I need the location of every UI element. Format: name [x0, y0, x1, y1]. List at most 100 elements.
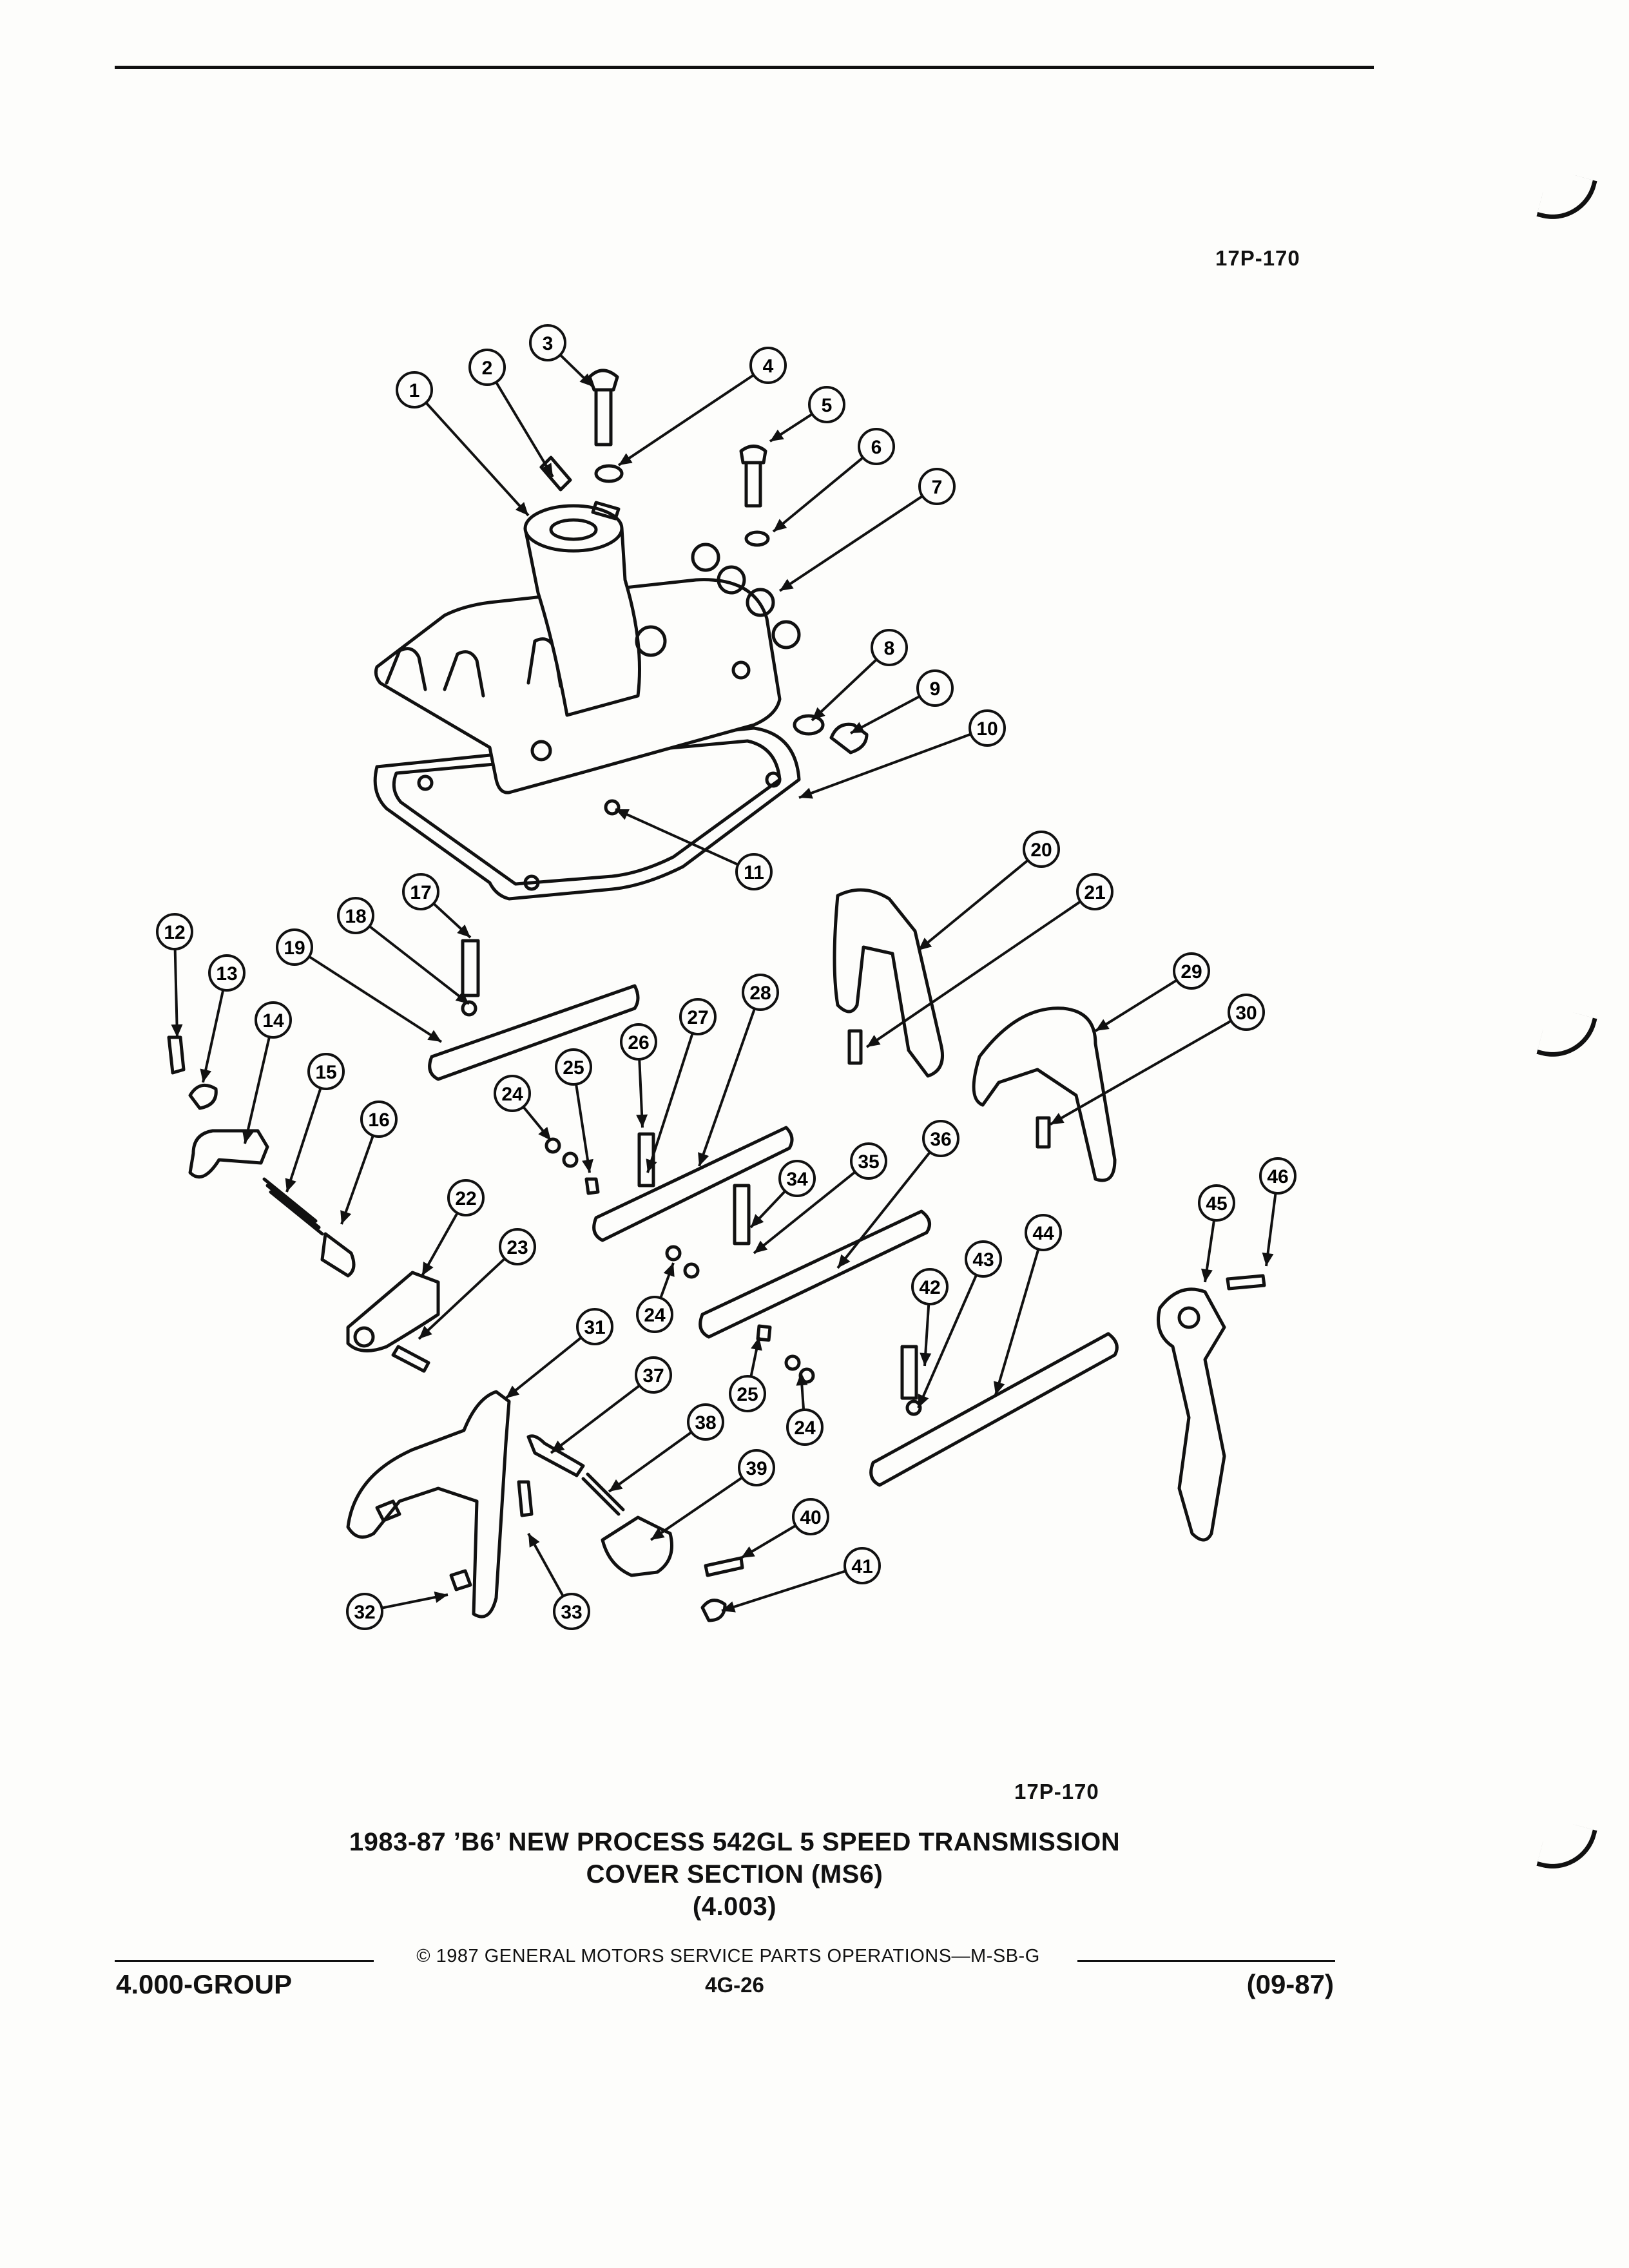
callout-bubble — [965, 1240, 1002, 1278]
callout-39: 39 — [650, 1449, 775, 1541]
callout-number: 24 — [794, 1418, 816, 1439]
leader-line — [505, 1336, 583, 1399]
detent-ball — [905, 1399, 922, 1416]
callout-bubble — [156, 913, 193, 950]
callout-bubble — [1198, 1184, 1235, 1222]
callout-bubble — [679, 998, 717, 1035]
leader-arrowhead — [698, 1152, 709, 1166]
gasket-hole — [765, 771, 782, 788]
expansion-plug — [771, 620, 801, 649]
callout-9: 9 — [850, 669, 954, 735]
callout-18: 18 — [337, 897, 470, 1005]
leader-line — [850, 695, 921, 735]
date-code: (09-87) — [1246, 1969, 1334, 1999]
callout-37: 37 — [550, 1356, 672, 1454]
title-line-3: (4.003) — [692, 1892, 777, 1921]
callout-bubble — [786, 1408, 824, 1446]
callout-number: 3 — [543, 333, 554, 354]
leader-arrowhead — [171, 1024, 183, 1037]
callout-bubble — [396, 371, 433, 408]
leader-line — [836, 1151, 931, 1269]
callout-bubble — [360, 1100, 398, 1138]
callout-bubble — [555, 1048, 592, 1086]
callout-number: 32 — [354, 1602, 375, 1623]
callout-bubble — [620, 1023, 657, 1061]
reverse-fork-pin — [1226, 1274, 1266, 1291]
interlock-ball — [784, 1354, 801, 1371]
leader-arrowhead — [579, 373, 593, 387]
group-label: 4.000-GROUP — [116, 1969, 293, 1999]
interlock-pin — [584, 1177, 600, 1195]
leader-arrowhead — [582, 1158, 593, 1173]
callout-number: 26 — [628, 1032, 649, 1053]
callout-number: 6 — [871, 437, 882, 458]
callout-bubble — [792, 1498, 829, 1535]
tower-opening — [523, 504, 624, 553]
figure-title: 1983-87 ’B6’ NEW PROCESS 542GL 5 SPEED T… — [193, 1826, 1276, 1923]
callout-layer: 1234567891011121314151617181920212223242… — [156, 324, 1296, 1630]
leader-arrowhead — [646, 1158, 657, 1173]
leader-arrowhead — [796, 1372, 808, 1386]
copyright-notice: © 1987 GENERAL MOTORS SERVICE PARTS OPER… — [416, 1946, 1040, 1966]
callout-7: 7 — [778, 468, 956, 592]
leader-line — [917, 1274, 978, 1408]
leader-arrowhead — [457, 924, 470, 937]
callout-4: 4 — [617, 347, 787, 466]
leader-arrowhead — [741, 1546, 755, 1558]
leader-arrowhead — [551, 1440, 565, 1453]
leader-line — [550, 1384, 641, 1454]
leader-arrowhead — [867, 1035, 881, 1047]
title-line-2: COVER SECTION (MS6) — [586, 1860, 883, 1888]
leader-arrowhead — [918, 937, 932, 950]
callout-41: 41 — [721, 1547, 881, 1613]
callout-28: 28 — [698, 974, 779, 1167]
leader-line — [917, 859, 1029, 952]
callout-bubble — [468, 349, 506, 386]
leader-arrowhead — [993, 1381, 1005, 1395]
cover-bolt — [588, 369, 619, 447]
leader-line — [425, 401, 530, 517]
leader-arrowhead — [515, 502, 528, 515]
leader-line — [173, 948, 178, 1038]
spring-pin-40 — [704, 1556, 744, 1577]
leader-arrowhead — [1050, 1113, 1065, 1124]
selector-lever — [188, 1129, 269, 1179]
callout-number: 25 — [737, 1384, 758, 1405]
callout-10: 10 — [798, 709, 1006, 799]
leader-line — [495, 381, 554, 478]
callout-bubble — [529, 324, 566, 361]
leader-line — [650, 1476, 743, 1541]
leader-arrowhead — [609, 1479, 623, 1492]
cover-gasket — [373, 726, 801, 901]
leader-line — [1094, 979, 1178, 1032]
leader-arrowhead — [799, 787, 813, 799]
callout-25: 25 — [729, 1336, 766, 1412]
callout-number: 27 — [687, 1007, 708, 1028]
callout-bubble — [635, 1356, 672, 1394]
callout-24: 24 — [636, 1262, 675, 1333]
callout-number: 10 — [976, 718, 998, 740]
callout-bubble — [1025, 1214, 1062, 1251]
callout-bubble — [843, 1547, 881, 1584]
callout-15: 15 — [285, 1053, 345, 1193]
detent-spring-34 — [733, 1184, 751, 1245]
callout-45: 45 — [1198, 1184, 1235, 1283]
roll-pin-33 — [517, 1480, 534, 1517]
callout-bubble — [255, 1001, 292, 1039]
leader-line — [646, 1033, 694, 1173]
leader-line — [698, 1008, 756, 1167]
callout-bubble — [447, 1179, 485, 1216]
callout-number: 18 — [345, 906, 366, 927]
callout-14: 14 — [242, 1001, 292, 1144]
leader-arrowhead — [1095, 1019, 1110, 1031]
shift-fork-reverse — [1157, 1287, 1226, 1542]
cover-bolt-hole — [731, 660, 751, 680]
fork-pin — [847, 1029, 863, 1065]
leader-arrowhead — [754, 1240, 768, 1253]
callout-6: 6 — [772, 428, 895, 533]
callout-number: 17 — [410, 882, 431, 903]
leader-arrowhead — [663, 1263, 675, 1277]
callout-number: 39 — [746, 1458, 767, 1479]
leader-arrowhead — [1262, 1253, 1274, 1266]
leader-arrowhead — [812, 707, 825, 720]
